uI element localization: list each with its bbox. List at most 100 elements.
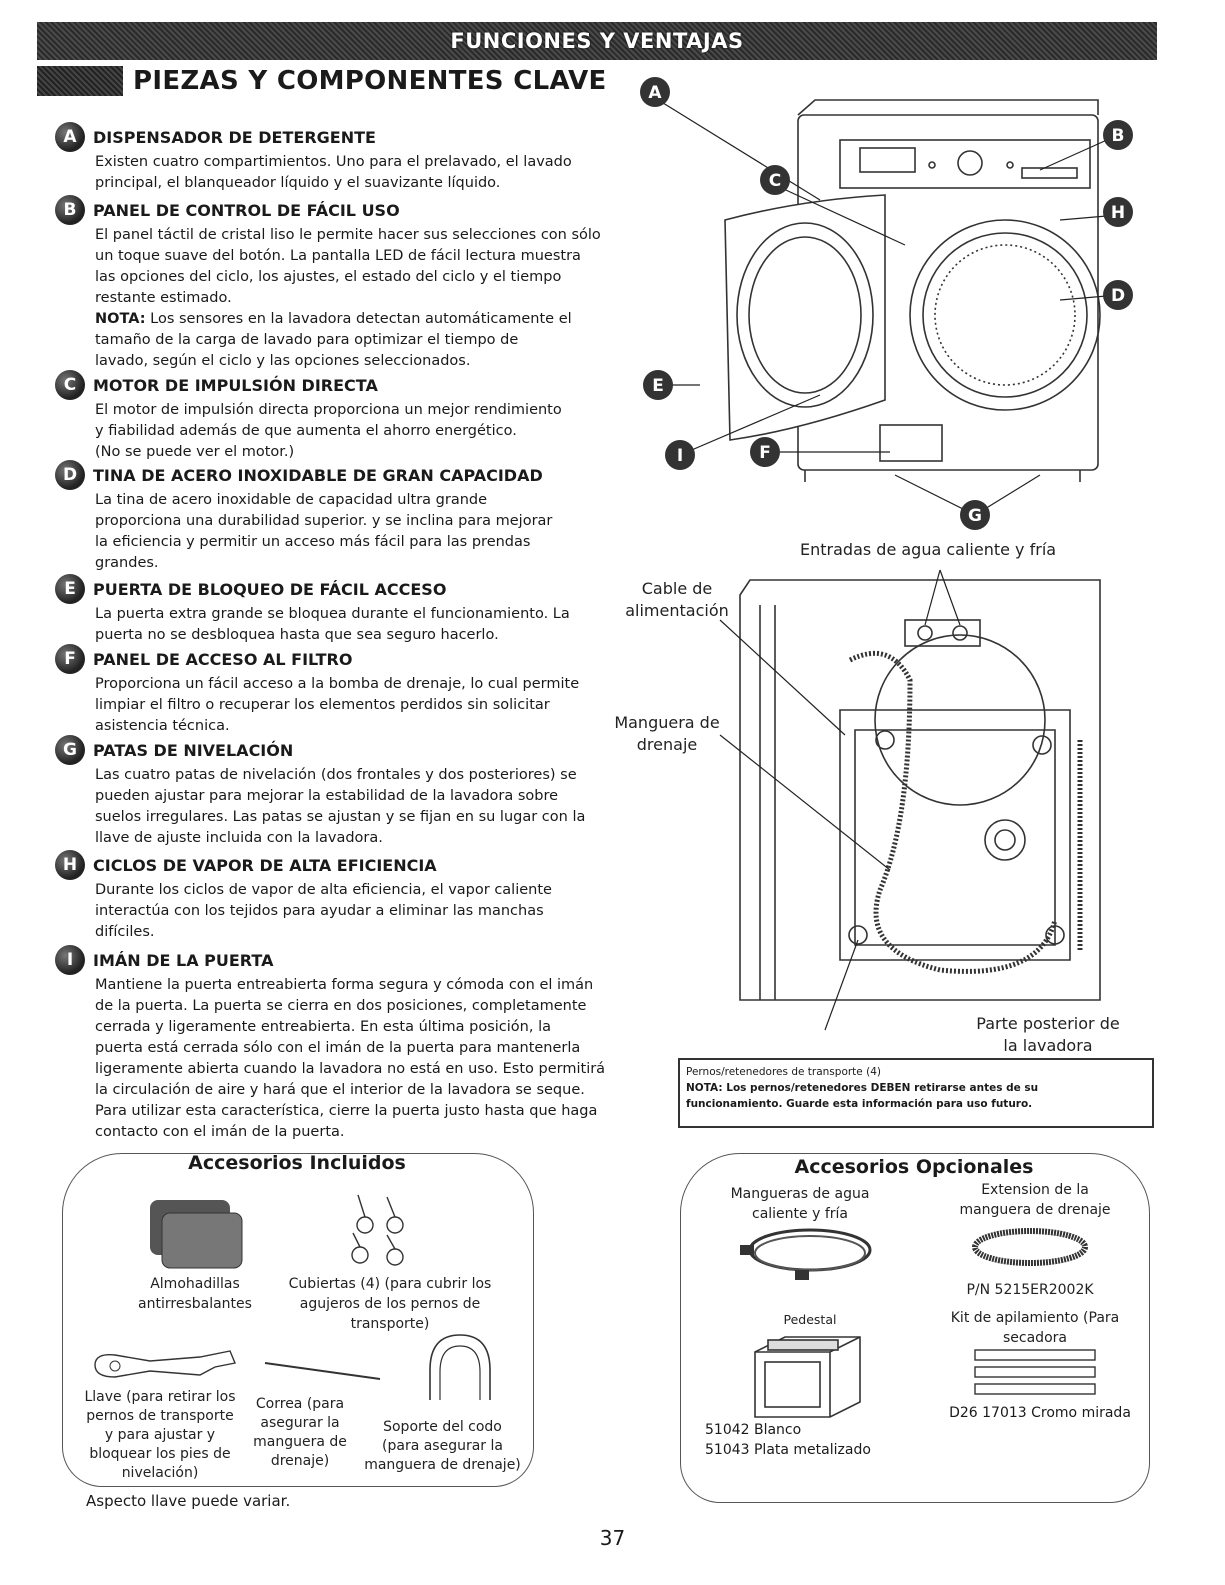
component-i: I IMÁN DE LA PUERTA Mantiene la puerta ent…: [55, 945, 615, 1143]
banner-title: FUNCIONES Y VENTAJAS: [450, 29, 744, 53]
component-description: La tina de acero inoxidable de capacidad…: [95, 492, 553, 571]
callout-badge: C: [55, 370, 85, 400]
front-washer-diagram: A B C H D E I F G: [640, 77, 1133, 530]
callout-i: I: [677, 446, 683, 466]
callout-h: H: [1111, 203, 1125, 223]
callout-f: F: [759, 443, 771, 463]
included-accessories-box: [62, 1153, 534, 1487]
component-description: Existen cuatro compartimientos. Uno para…: [95, 154, 572, 191]
callout-b: B: [1112, 126, 1125, 146]
component-description: El panel táctil de cristal liso le permi…: [95, 227, 601, 369]
stacking-kit-code: D26 17013 Cromo mirada: [949, 1405, 1131, 1421]
callout-badge: B: [55, 195, 85, 225]
component-description: Proporciona un fácil acceso a la bomba d…: [95, 676, 580, 734]
component-description: La puerta extra grande se bloquea durant…: [95, 606, 570, 643]
component-title: PUERTA DE BLOQUEO DE FÁCIL ACCESO: [93, 579, 447, 599]
wrench-footnote: Aspecto llave puede variar.: [86, 1492, 291, 1510]
component-f: F PANEL DE ACCESO AL FILTRO Proporciona un…: [55, 644, 615, 737]
component-d: D TINA DE ACERO INOXIDABLE DE GRAN CAPACI…: [55, 460, 615, 574]
shipping-note-text: Los pernos/retenedores DEBEN retirarse a…: [722, 1082, 1039, 1094]
component-c: C MOTOR DE IMPULSIÓN DIRECTA El motor de i…: [55, 370, 615, 463]
shipping-bolts-title: Pernos/retenedores de transporte (4): [686, 1066, 881, 1078]
section-title: PIEZAS Y COMPONENTES CLAVE: [133, 66, 607, 96]
drain-extension-image: [972, 1228, 1088, 1266]
water-inlets-label: Entradas de agua caliente y fría: [800, 540, 1057, 559]
anti-slip-pads-image: [150, 1200, 243, 1269]
rear-vent: [984, 819, 1026, 861]
strap-image: [264, 1362, 381, 1380]
component-title: CICLOS DE VAPOR DE ALTA EFICIENCIA: [93, 855, 437, 875]
component-title: PANEL DE CONTROL DE FÁCIL USO: [93, 200, 400, 220]
filter-access-panel: [879, 424, 943, 462]
callout-badge: I: [55, 945, 85, 975]
callout-e: E: [652, 376, 664, 396]
included-accessories-title: Accesorios Incluidos: [188, 1152, 406, 1174]
shipping-bolts-note: Pernos/retenedores de transporte (4) NOT…: [678, 1058, 1154, 1128]
callout-c: C: [769, 171, 781, 191]
component-title: PANEL DE ACCESO AL FILTRO: [93, 649, 353, 669]
pedestal-caption: Pedestal: [783, 1312, 837, 1327]
drain-extension-caption: Extension de la manguera de drenaje: [959, 1182, 1111, 1218]
callout-badge: E: [55, 574, 85, 604]
shipping-note-label: NOTA:: [686, 1082, 723, 1094]
optional-accessories-box: [680, 1153, 1150, 1503]
strap-caption: Correa (para asegurar la manguera de dre…: [253, 1396, 347, 1469]
component-title: IMÁN DE LA PUERTA: [93, 950, 274, 970]
header-banner: FUNCIONES Y VENTAJAS: [37, 22, 1157, 60]
wrench-caption: Llave (para retirar los pernos de transp…: [84, 1389, 236, 1481]
component-title: DISPENSADOR DE DETERGENTE: [93, 127, 376, 147]
control-panel: [839, 139, 1091, 189]
hole-caps-caption: Cubiertas (4) (para cubrir los agujeros …: [288, 1276, 492, 1332]
stacking-kit-caption: Kit de apilamiento (Para secadora: [950, 1310, 1120, 1346]
drum: [909, 219, 1101, 411]
rear-cabinet: [739, 579, 1101, 1001]
component-description: El motor de impulsión directa proporcion…: [95, 402, 562, 460]
pedestal-image: [754, 1336, 861, 1418]
callout-d: D: [1111, 286, 1125, 306]
wrench-image: [94, 1350, 236, 1378]
component-a: A DISPENSADOR DE DETERGENTE Existen cuatro…: [55, 122, 615, 194]
power-cord: [874, 634, 1046, 806]
callout-badge: G: [55, 735, 85, 765]
heading-block-decoration: [37, 66, 123, 96]
component-g: G PATAS DE NIVELACIÓN Las cuatro patas de …: [55, 735, 615, 849]
section-heading: PIEZAS Y COMPONENTES CLAVE: [37, 66, 607, 96]
water-hoses-image: [740, 1228, 872, 1280]
note-label: NOTA:: [95, 311, 146, 327]
callout-g: G: [968, 506, 982, 526]
component-title: TINA DE ACERO INOXIDABLE DE GRAN CAPACID…: [93, 465, 543, 485]
control-display: [1021, 167, 1078, 179]
pedestal-codes: 51042 Blanco 51043 Plata metalizado: [705, 1422, 871, 1458]
callout-badge: F: [55, 644, 85, 674]
component-b: B PANEL DE CONTROL DE FÁCIL USO El panel t…: [55, 195, 615, 372]
power-cord-label: Cable de alimentación: [625, 579, 729, 620]
water-inlets: [904, 619, 981, 647]
drain-extension-part-number: P/N 5215ER2002K: [966, 1282, 1094, 1298]
component-description: Las cuatro patas de nivelación (dos fron…: [95, 767, 586, 846]
rear-of-washer-label: Parte posterior de la lavadora: [976, 1014, 1120, 1055]
control-knob: [957, 150, 983, 176]
component-title: MOTOR DE IMPULSIÓN DIRECTA: [93, 375, 378, 395]
open-door: [724, 194, 886, 441]
optional-accessories-title: Accesorios Opcionales: [794, 1156, 1034, 1178]
water-hoses-caption: Mangueras de agua caliente y fría: [730, 1186, 870, 1222]
drain-hose-label: Manguera de drenaje: [614, 713, 720, 754]
component-description: Durante los ciclos de vapor de alta efic…: [95, 882, 552, 940]
callout-badge: A: [55, 122, 85, 152]
callout-a: A: [648, 83, 662, 103]
anti-slip-pads-caption: Almohadillas antirresbalantes: [138, 1276, 252, 1312]
callout-badge: H: [55, 850, 85, 880]
stacking-kit-image: [974, 1349, 1096, 1395]
component-description: Mantiene la puerta entreabierta forma se…: [95, 977, 606, 1140]
elbow-support-image: [429, 1334, 491, 1400]
component-e: E PUERTA DE BLOQUEO DE FÁCIL ACCESO La pue…: [55, 574, 615, 646]
component-title: PATAS DE NIVELACIÓN: [93, 740, 294, 760]
rear-washer-diagram: [719, 569, 1101, 1031]
callout-badge: D: [55, 460, 85, 490]
drain-hose: [848, 650, 1058, 974]
page-number: 37: [599, 1526, 626, 1550]
component-h: H CICLOS DE VAPOR DE ALTA EFICIENCIA Duran…: [55, 850, 615, 943]
rear-panel: [839, 709, 1071, 961]
detergent-dispenser: [859, 147, 916, 173]
elbow-support-caption: Soporte del codo (para asegurar la mangu…: [364, 1419, 521, 1473]
